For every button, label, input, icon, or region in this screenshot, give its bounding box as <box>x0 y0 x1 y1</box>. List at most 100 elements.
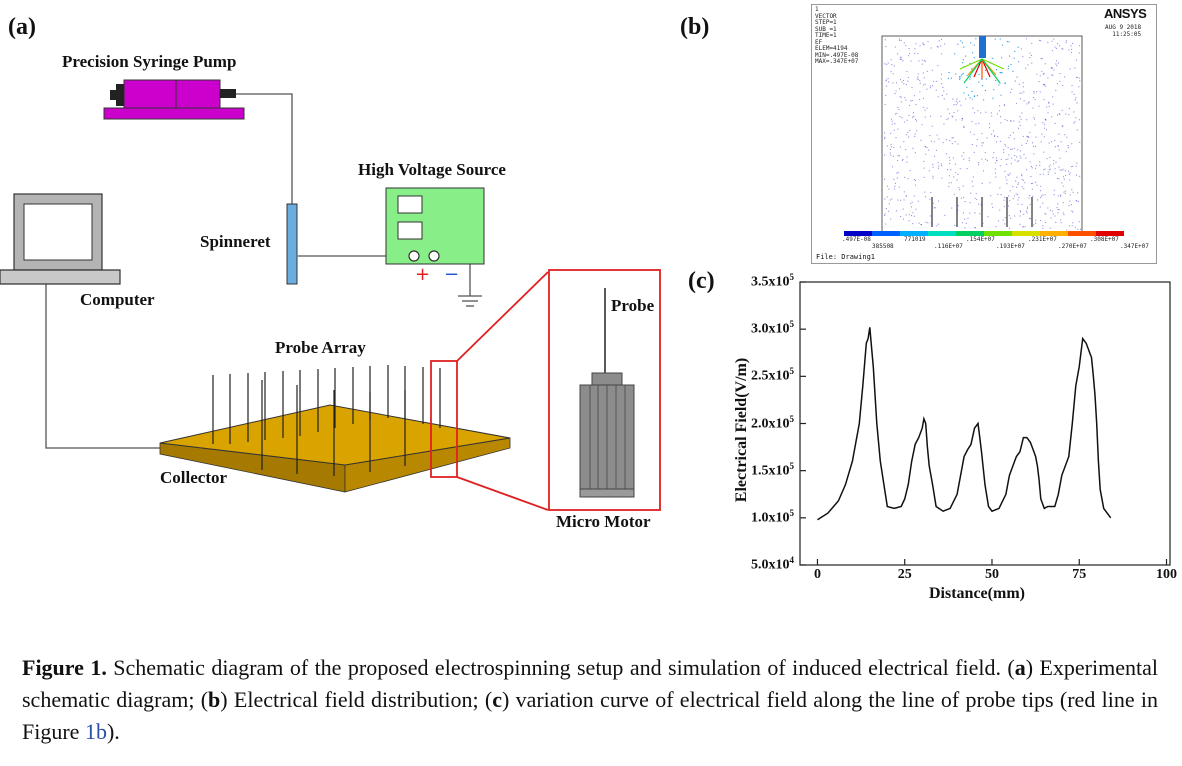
field-vector <box>1064 190 1066 192</box>
field-vector <box>1056 114 1059 116</box>
field-vector <box>1010 63 1012 66</box>
field-vector <box>1006 163 1008 165</box>
field-vector <box>1056 65 1058 67</box>
field-vector <box>1006 120 1008 122</box>
field-vector <box>982 142 984 144</box>
field-vector <box>1017 203 1019 205</box>
field-vector <box>1078 119 1080 121</box>
field-vector <box>1009 172 1011 174</box>
field-vector <box>898 38 901 40</box>
field-vector <box>915 118 917 120</box>
field-vector <box>1053 38 1055 40</box>
field-vector <box>955 100 957 102</box>
field-vector <box>920 139 922 141</box>
colorbar-segment <box>1068 231 1096 236</box>
field-vector <box>1020 48 1022 50</box>
field-vector <box>1023 91 1025 93</box>
field-vector <box>987 216 989 218</box>
field-vector <box>957 110 959 112</box>
field-vector <box>900 101 902 103</box>
field-vector <box>1057 208 1059 211</box>
field-vector <box>1065 113 1067 115</box>
field-vector <box>1055 60 1058 62</box>
field-vector <box>922 97 925 99</box>
field-vector <box>952 157 954 159</box>
field-vector <box>1008 215 1010 217</box>
field-vector <box>924 83 926 85</box>
field-vector <box>1044 221 1046 224</box>
field-vector <box>1077 200 1079 203</box>
field-vector <box>1004 119 1006 121</box>
field-vector <box>899 39 901 41</box>
field-vector <box>947 77 950 79</box>
field-vector <box>961 118 963 120</box>
field-vector <box>1019 150 1021 152</box>
field-vector <box>1044 84 1046 86</box>
field-vector <box>1037 199 1039 201</box>
field-vector <box>1059 73 1061 75</box>
field-vector <box>981 133 983 135</box>
field-vector <box>1062 168 1064 170</box>
field-vector <box>922 84 924 86</box>
field-vector <box>895 90 897 92</box>
field-vector <box>995 157 998 159</box>
field-vector <box>1029 194 1031 197</box>
field-vector <box>1059 45 1061 47</box>
field-vector <box>1061 125 1063 128</box>
field-vector <box>888 188 890 190</box>
field-vector <box>1025 38 1028 40</box>
field-vector <box>1071 42 1074 44</box>
field-vector <box>1039 75 1041 77</box>
field-vector <box>1014 215 1016 217</box>
colorbar-label: .154E+07 <box>966 236 995 243</box>
field-vector <box>976 199 978 201</box>
field-vector <box>1033 153 1035 155</box>
field-vector <box>916 78 918 80</box>
colorbar-label: 385508 <box>872 243 894 250</box>
field-vector <box>918 222 920 224</box>
field-vector <box>1075 117 1077 119</box>
field-vector <box>908 104 911 107</box>
field-vector <box>960 197 963 199</box>
field-vector <box>995 69 998 71</box>
field-vector <box>1015 193 1017 195</box>
field-vector <box>974 197 976 199</box>
field-vector <box>969 212 971 214</box>
field-vector <box>1069 68 1071 70</box>
field-vector <box>1001 57 1003 59</box>
field-vector <box>1060 195 1062 197</box>
field-vector <box>931 125 933 127</box>
field-vector <box>981 84 984 87</box>
field-vector <box>1057 62 1059 64</box>
field-vector <box>959 78 961 80</box>
field-vector <box>926 107 928 109</box>
field-vector <box>922 43 924 45</box>
field-vector <box>1065 174 1067 177</box>
field-vector <box>1039 164 1041 166</box>
field-vector <box>997 136 999 138</box>
caption-figure-link[interactable]: 1b <box>84 719 107 744</box>
field-vector <box>998 110 1001 112</box>
field-vector <box>1044 85 1046 87</box>
field-vector <box>1062 84 1064 87</box>
field-vector <box>1044 63 1046 65</box>
field-vector <box>1072 211 1074 213</box>
field-vector <box>1076 102 1078 104</box>
field-vector <box>1004 143 1006 146</box>
field-vector <box>1072 191 1074 193</box>
field-vector <box>1044 168 1046 170</box>
field-vector <box>1014 159 1016 161</box>
field-vector <box>1060 194 1062 196</box>
y-tick-exponent: 4 <box>789 555 795 565</box>
field-vector <box>957 204 959 207</box>
field-vector <box>1018 61 1020 63</box>
caption-text: ) variation curve of electrical field al… <box>22 687 1158 744</box>
field-vector <box>1021 203 1023 206</box>
field-vector <box>986 137 988 139</box>
field-vector <box>1075 97 1077 99</box>
field-vector <box>991 115 993 117</box>
field-vector <box>938 138 940 140</box>
field-vector <box>978 203 980 205</box>
field-vector <box>1019 124 1021 127</box>
field-vector <box>1028 101 1030 103</box>
